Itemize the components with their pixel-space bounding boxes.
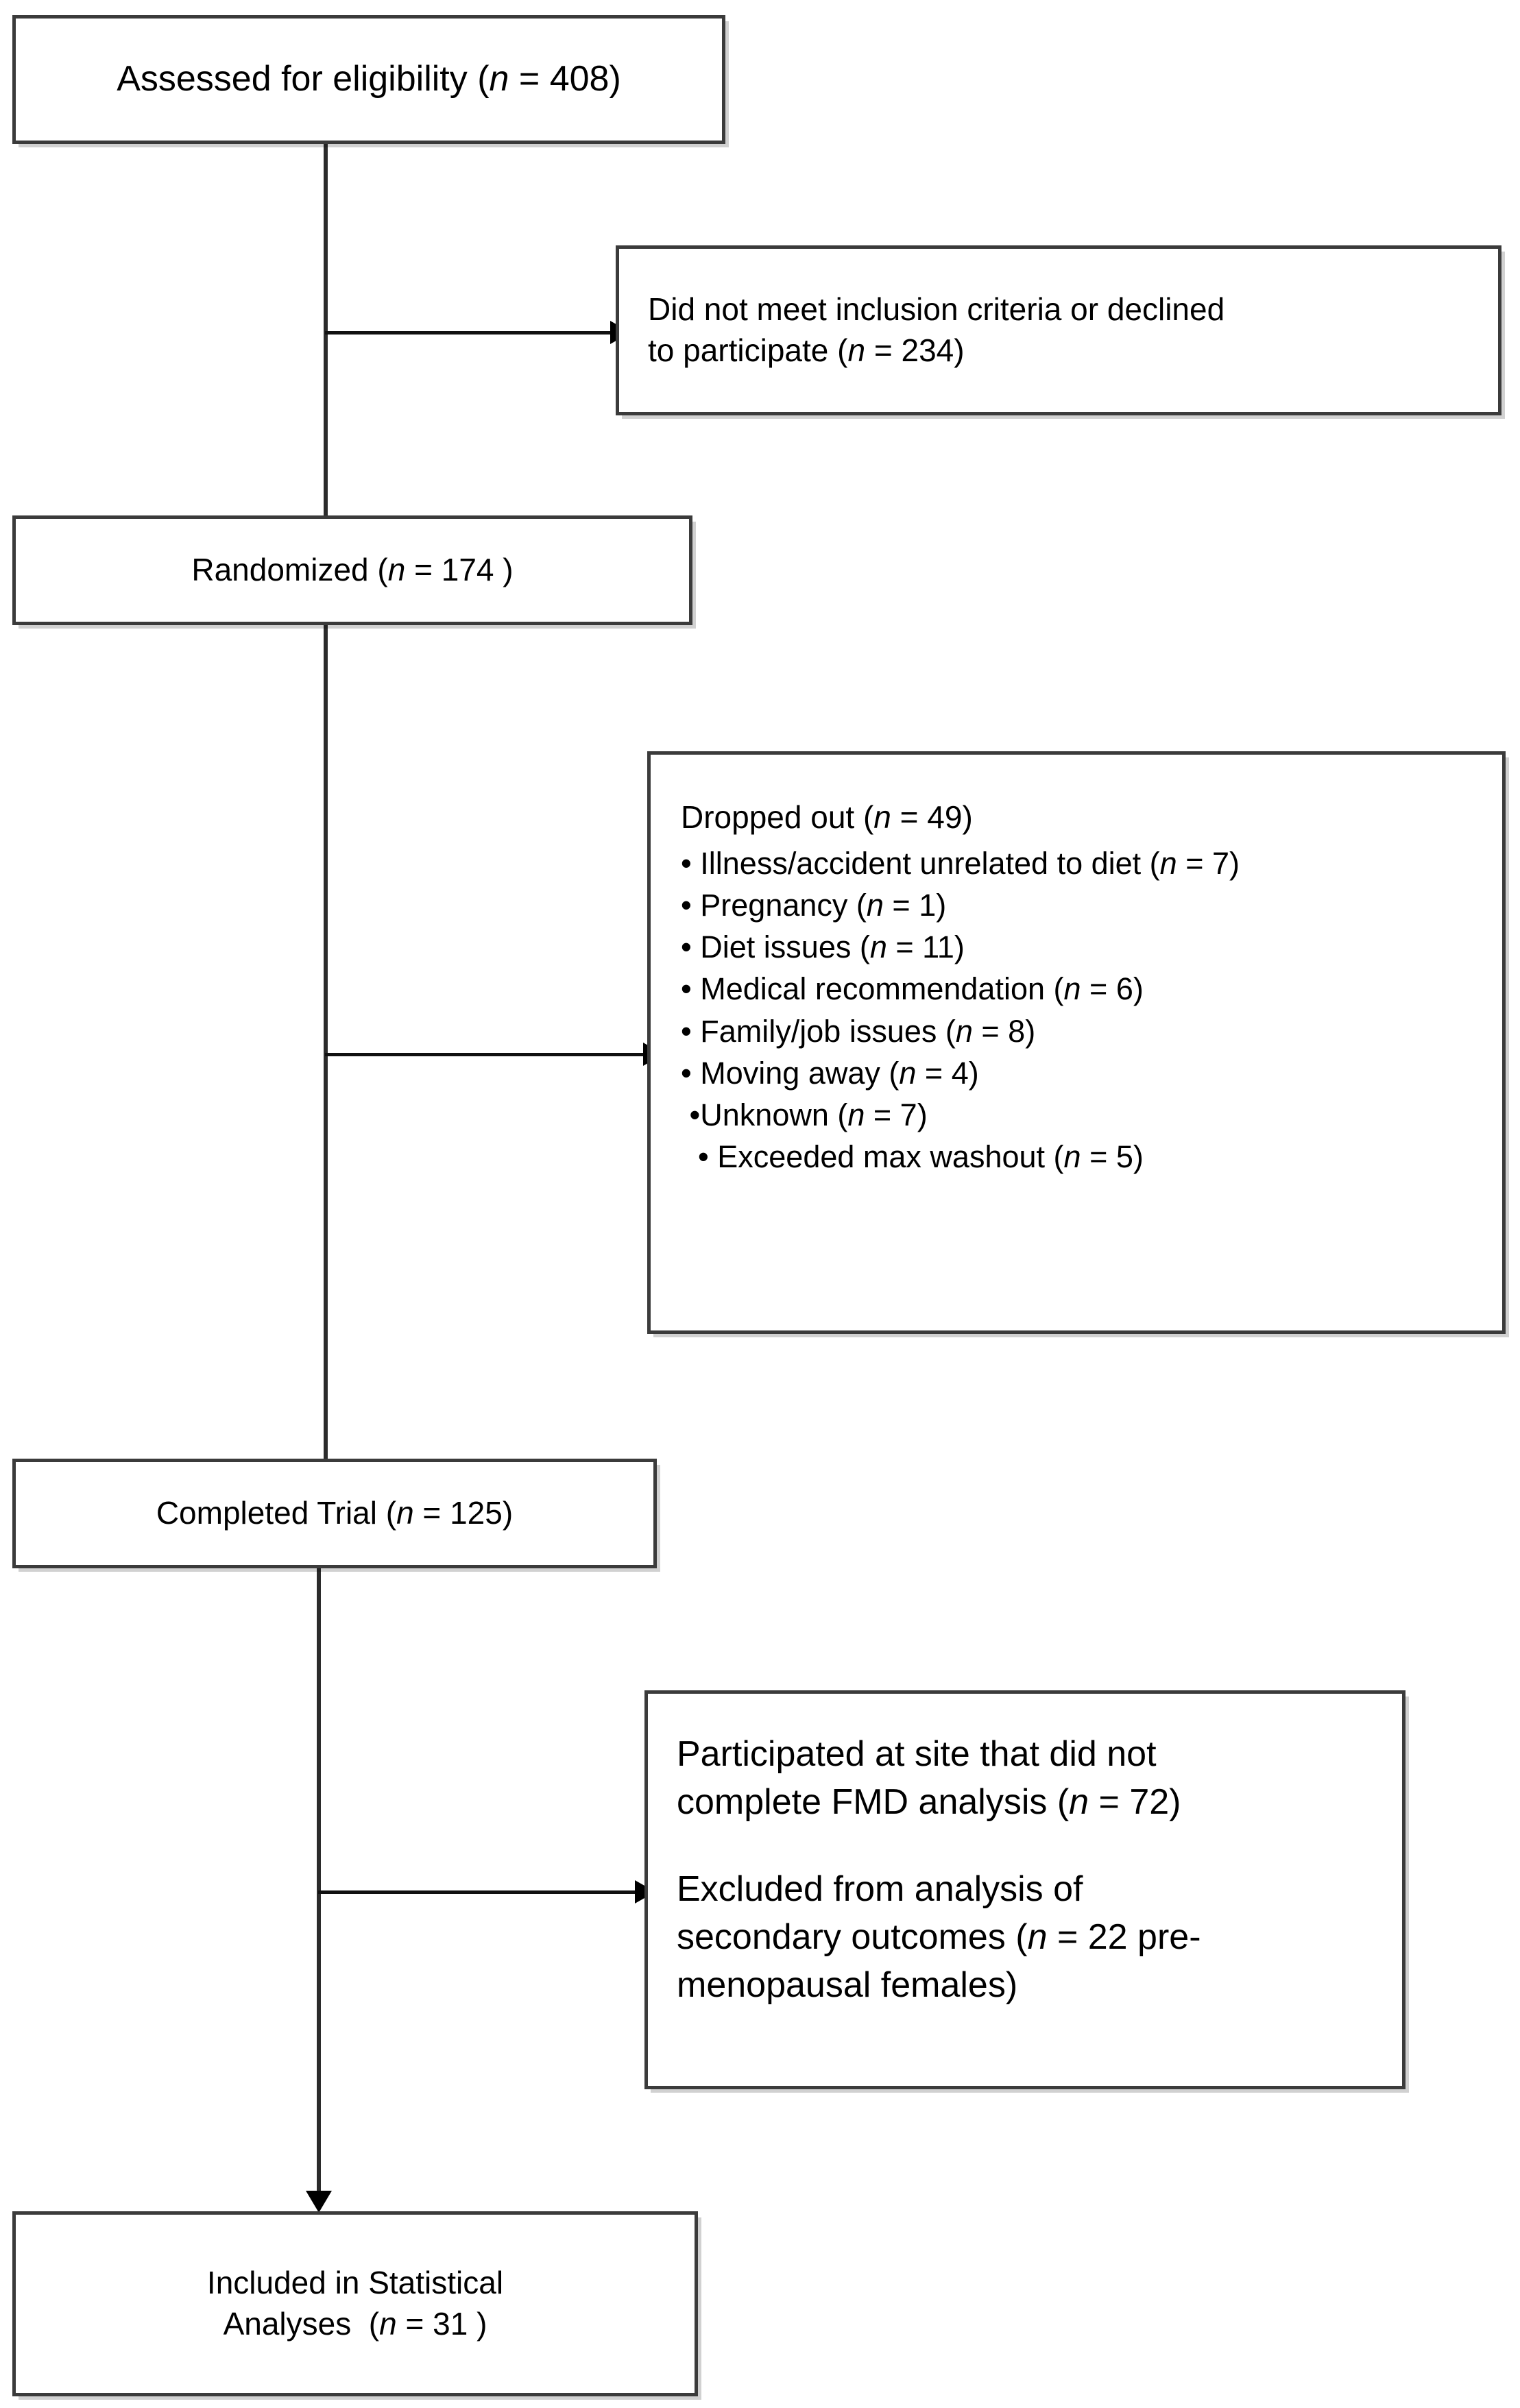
connector-branch-to-excluded-analysis — [318, 1890, 636, 1894]
italic-n: n — [955, 1013, 973, 1049]
connector-branch-to-dropped-out — [325, 1053, 644, 1056]
list-item: • Family/job issues (n = 8) — [681, 1013, 1036, 1049]
list-item: • Illness/accident unrelated to diet (n … — [681, 845, 1240, 881]
italic-n: n — [899, 1055, 917, 1091]
italic-n-secondary: n — [1027, 1917, 1048, 1958]
italic-n: n — [869, 929, 887, 965]
list-item: •Unknown (n = 7) — [681, 1097, 928, 1132]
node-completed-trial: Completed Trial (n = 125) — [12, 1459, 657, 1568]
italic-n: n — [866, 887, 884, 923]
dropped-out-reason-list: • Illness/accident unrelated to diet (n … — [681, 842, 1240, 1178]
italic-n-completed: n — [396, 1495, 414, 1531]
italic-n: n — [847, 1097, 865, 1132]
italic-n: n — [1063, 971, 1081, 1007]
arrowhead-to-included-box — [306, 2191, 332, 2213]
list-item: • Moving away (n = 4) — [681, 1055, 979, 1091]
italic-n-fmd: n — [1069, 1781, 1089, 1822]
node-completed-trial-body: Completed Trial (n = 125) — [16, 1462, 653, 1565]
italic-n-randomized: n — [387, 552, 406, 588]
connector-completed-to-included — [317, 1568, 321, 2206]
node-assessed-for-eligibility: Assessed for eligibility (n = 408) — [12, 15, 725, 144]
list-item: • Medical recommendation (n = 6) — [681, 971, 1144, 1007]
italic-n: n — [1063, 1139, 1081, 1175]
node-assessed-label: Assessed for eligibility (n = 408) — [117, 59, 621, 99]
node-excluded-screening-label: Did not meet inclusion criteria or decli… — [648, 291, 1225, 368]
italic-n-dropped-out: n — [873, 799, 891, 835]
node-randomized-body: Randomized (n = 174 ) — [16, 519, 689, 622]
node-dropped-out-heading: Dropped out (n = 49) — [681, 799, 973, 835]
italic-n-assessed: n — [489, 59, 509, 99]
node-dropped-out-body: Dropped out (n = 49) • Illness/accident … — [651, 755, 1502, 1330]
node-completed-trial-label: Completed Trial (n = 125) — [156, 1495, 514, 1531]
node-randomized-label: Randomized (n = 174 ) — [191, 552, 514, 588]
connector-branch-to-excluded-screening — [325, 331, 612, 335]
connector-assessed-to-randomized — [324, 143, 328, 516]
list-item: • Exceeded max washout (n = 5) — [681, 1139, 1144, 1175]
node-randomized: Randomized (n = 174 ) — [12, 515, 692, 625]
connector-randomized-to-completed — [324, 624, 328, 1463]
node-dropped-out: Dropped out (n = 49) • Illness/accident … — [647, 751, 1506, 1334]
italic-n-excluded-screening: n — [847, 332, 866, 368]
node-excluded-at-screening: Did not meet inclusion criteria or decli… — [616, 245, 1501, 415]
list-item: • Diet issues (n = 11) — [681, 929, 965, 965]
list-item: • Pregnancy (n = 1) — [681, 887, 947, 923]
node-assessed-body: Assessed for eligibility (n = 408) — [16, 19, 722, 141]
node-excluded-screening-body: Did not meet inclusion criteria or decli… — [619, 249, 1498, 412]
italic-n-included: n — [379, 2306, 397, 2342]
italic-n: n — [1159, 845, 1177, 881]
